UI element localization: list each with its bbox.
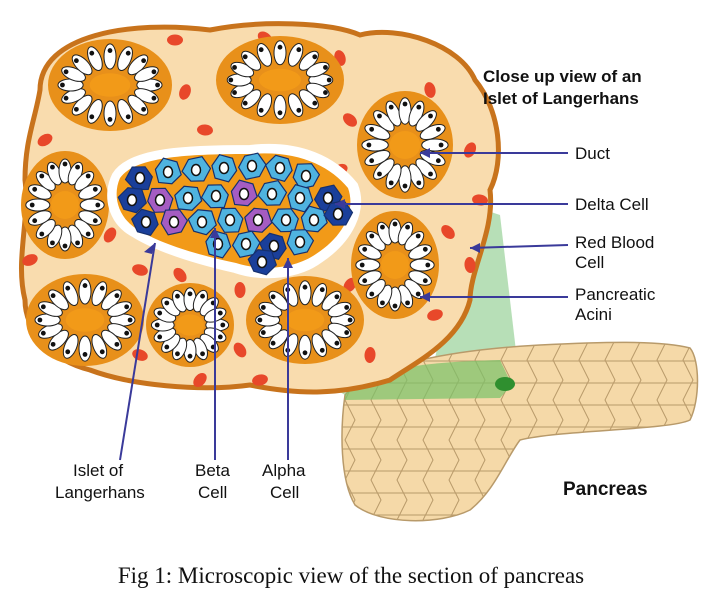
- acinus: [21, 151, 109, 259]
- red-blood-cell: [234, 282, 246, 298]
- acinus: [351, 211, 439, 319]
- red-blood-cell: [472, 194, 488, 206]
- heading-line-1: Close up view of an: [483, 67, 642, 86]
- red-blood-cell: [427, 309, 443, 321]
- label-red-blood-cell-1: Red Blood: [575, 233, 654, 252]
- red-blood-cell: [424, 82, 436, 98]
- pancreatic-acini: [21, 36, 453, 367]
- red-blood-cell: [37, 133, 53, 147]
- red-blood-cell: [179, 84, 191, 100]
- red-blood-cell: [167, 34, 183, 46]
- red-blood-cell: [22, 254, 38, 266]
- red-blood-cell: [364, 347, 376, 363]
- label-pancreas: Pancreas: [563, 479, 648, 500]
- red-blood-cell: [103, 227, 117, 243]
- acinus: [146, 283, 234, 367]
- figure-caption: Fig 1: Microscopic view of the section o…: [118, 563, 584, 588]
- label-beta-cell-1: Beta: [195, 461, 231, 480]
- red-blood-cell: [132, 264, 148, 276]
- label-islet-1: Islet of: [73, 461, 123, 480]
- red-blood-cell: [252, 374, 268, 386]
- label-delta-cell: Delta Cell: [575, 195, 649, 214]
- red-blood-cell: [173, 267, 187, 283]
- acinus: [216, 36, 344, 124]
- label-alpha-cell-2: Cell: [270, 483, 299, 502]
- red-blood-cell: [197, 124, 213, 136]
- pointer-arrows: [119, 148, 569, 461]
- red-blood-cell: [441, 225, 455, 239]
- label-pancreatic-acini-2: Acini: [575, 305, 612, 324]
- acinus: [357, 91, 453, 199]
- red-blood-cell: [464, 257, 476, 273]
- acinus: [246, 276, 364, 364]
- label-beta-cell-2: Cell: [198, 483, 227, 502]
- label-islet-2: Langerhans: [55, 483, 145, 502]
- zoom-highlight-side: [430, 205, 520, 385]
- label-alpha-cell-1: Alpha: [262, 461, 306, 480]
- heading-line-2: Islet of Langerhans: [483, 89, 639, 108]
- islet-of-langerhans: [107, 143, 362, 279]
- red-blood-cell: [343, 113, 357, 127]
- red-blood-cell: [233, 342, 247, 358]
- label-duct: Duct: [575, 144, 610, 163]
- acinus: [48, 39, 172, 131]
- acinus: [26, 274, 144, 366]
- red-blood-cells: [22, 31, 488, 388]
- red-blood-cell: [193, 372, 207, 388]
- label-pancreatic-acini-1: Pancreatic: [575, 285, 656, 304]
- label-red-blood-cell-2: Cell: [575, 253, 604, 272]
